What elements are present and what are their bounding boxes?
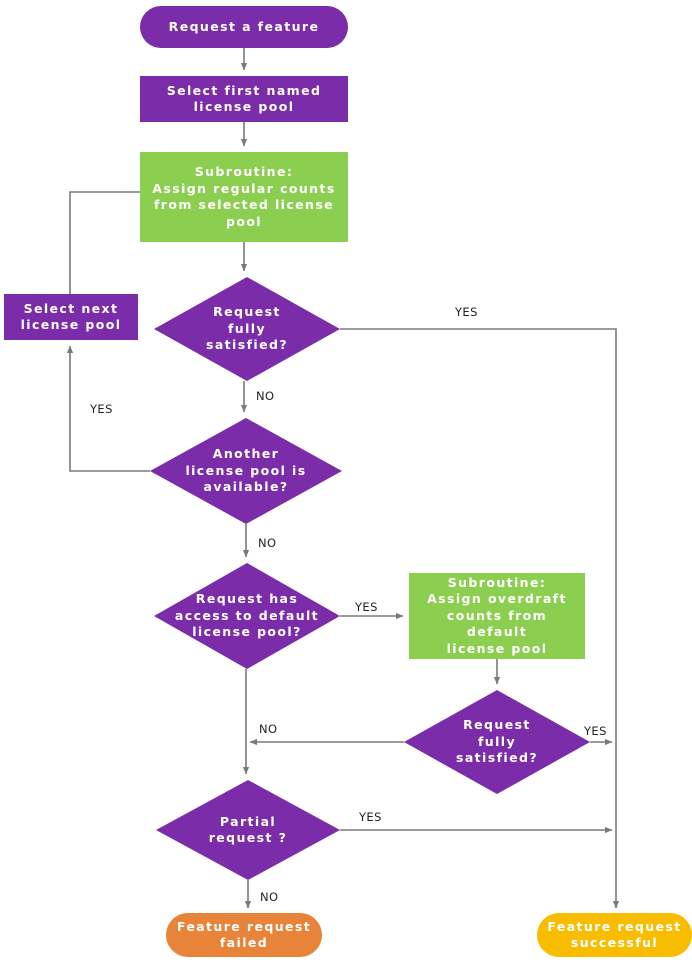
request-a-feature-label: Request a feature [168, 18, 320, 34]
select-first-named-license-pool[interactable]: Select first named license pool [140, 76, 348, 122]
decision-request-has-access-to-default-pool[interactable]: Request has access to default license po… [154, 563, 340, 669]
diamond-shape [154, 277, 340, 381]
edge-label-yes-another-pool: YES [90, 402, 113, 416]
diamond-shape [156, 780, 340, 880]
feature-request-successful-label: Feature request successful [547, 918, 682, 951]
decision-request-fully-satisfied-2[interactable]: Request fully satisfied? [404, 690, 590, 794]
decision-partial-request[interactable]: Partial request ? [156, 780, 340, 880]
subroutine-assign-overdraft-counts-label: Subroutine: Assign overdraft counts from… [427, 574, 567, 656]
decision-request-fully-satisfied-1-label: Request fully satisfied? [206, 304, 288, 353]
edge-decision-fully-1-yes [340, 328, 620, 909]
decision-another-license-pool-available-label: Another license pool is available? [185, 446, 307, 495]
diamond-shape [154, 563, 340, 669]
edge-label-yes-default-access: YES [355, 600, 378, 614]
edge-label-no-default-access: NO [259, 722, 278, 736]
edge-label-no-another-pool: NO [258, 536, 277, 550]
edge-label-no-partial: NO [260, 890, 279, 904]
edge-label-yes-fully-2: YES [584, 724, 607, 738]
select-first-named-license-pool-label: Select first named license pool [166, 82, 322, 115]
diamond-shape [404, 690, 590, 794]
feature-request-successful[interactable]: Feature request successful [537, 913, 692, 957]
decision-partial-request-label: Partial request ? [208, 813, 288, 846]
select-next-license-pool[interactable]: Select next license pool [4, 294, 138, 340]
feature-request-failed[interactable]: Feature request failed [166, 913, 322, 957]
subroutine-assign-regular-counts-label: Subroutine: Assign regular counts from s… [152, 164, 336, 229]
decision-request-fully-satisfied-2-label: Request fully satisfied? [456, 717, 538, 766]
edge-label-no-fully-1: NO [256, 389, 275, 403]
feature-request-failed-label: Feature request failed [176, 918, 312, 951]
edge-decision-another-yes [66, 345, 150, 472]
edge-label-yes-partial: YES [359, 810, 382, 824]
decision-request-has-access-to-default-pool-label: Request has access to default license po… [174, 591, 320, 640]
subroutine-assign-regular-counts[interactable]: Subroutine: Assign regular counts from s… [140, 152, 348, 242]
decision-request-fully-satisfied-1[interactable]: Request fully satisfied? [154, 277, 340, 381]
subroutine-assign-overdraft-counts[interactable]: Subroutine: Assign overdraft counts from… [409, 573, 585, 659]
edge-label-yes-fully-1: YES [455, 305, 478, 319]
select-next-license-pool-label: Select next license pool [20, 300, 122, 333]
diamond-shape [150, 418, 342, 524]
decision-another-license-pool-available[interactable]: Another license pool is available? [150, 418, 342, 524]
request-a-feature[interactable]: Request a feature [140, 6, 348, 48]
